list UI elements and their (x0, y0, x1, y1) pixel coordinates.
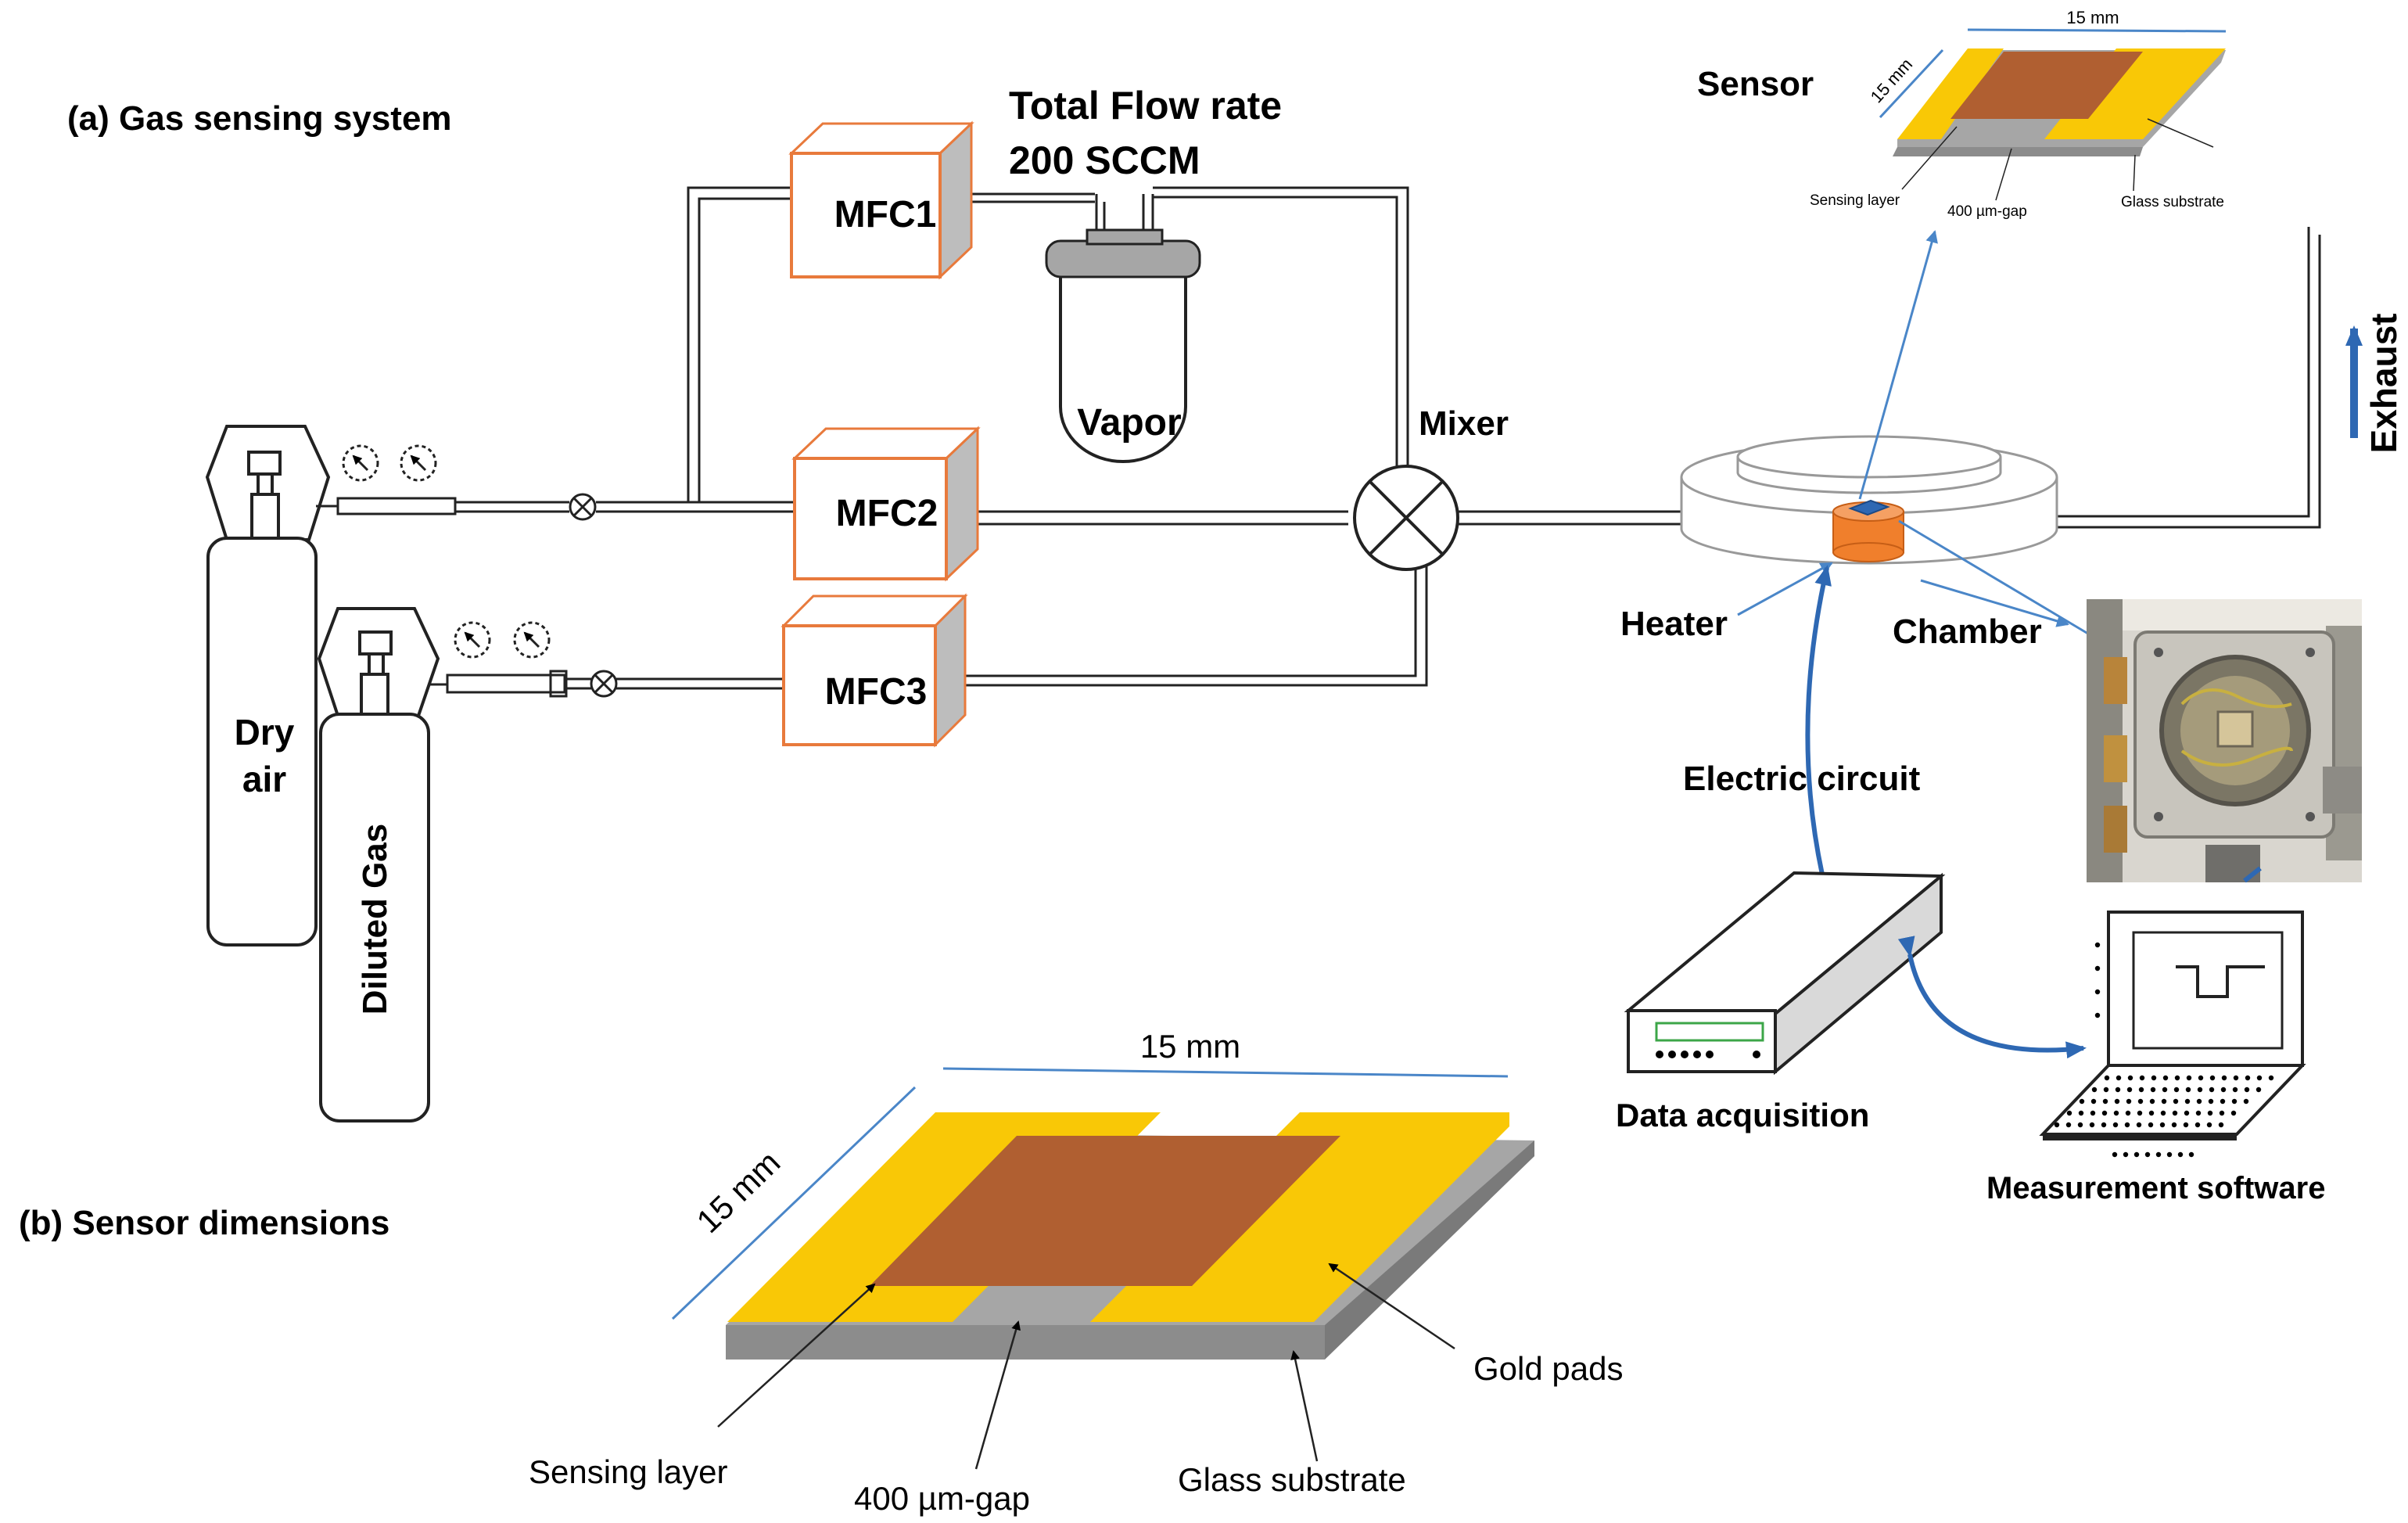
measurement-software-label: Measurement software (1986, 1171, 2325, 1205)
vapor-label: Vapor (1077, 402, 1181, 444)
big-sensor-gap-label: 400 µm-gap (854, 1480, 1030, 1517)
laptop (2039, 911, 2306, 1140)
mfc2-to-mixer-pipe (978, 510, 1348, 526)
total-flow-rate-line1: Total Flow rate (1009, 84, 1282, 128)
shutoff-valve-diluted-gas[interactable] (590, 670, 618, 698)
dry-air-pipe (455, 186, 795, 513)
title-gas-sensing-system: (a) Gas sensing system (67, 99, 452, 138)
small-sensor-width-label: 15 mm (2066, 8, 2119, 27)
vapor-bubbler (1045, 228, 1201, 463)
heater-label: Heater (1620, 605, 1728, 643)
mixer-label: Mixer (1419, 404, 1509, 443)
mixer-symbol (1353, 465, 1459, 571)
diluted-gas-label: Diluted Gas (356, 824, 394, 1015)
sensing-layer (870, 1136, 1340, 1286)
daq-to-laptop-link (1897, 936, 2087, 1059)
mixer-to-chamber-pipe (1455, 510, 1681, 526)
big-sensor (671, 1067, 1534, 1360)
exhaust-pipe (2055, 227, 2321, 529)
electric-circuit-label: Electric circuit (1683, 760, 1921, 798)
chamber-photo (2087, 599, 2362, 883)
data-acquisition-unit (1624, 871, 1946, 1076)
diluted-gas-regulator (429, 621, 568, 698)
sensor-title: Sensor (1697, 65, 1814, 103)
dry-air-label-line1: Dry (235, 712, 295, 753)
small-sensor (1879, 28, 2227, 156)
mfc1-label: MFC1 (834, 194, 937, 235)
title-sensor-dimensions: (b) Sensor dimensions (19, 1204, 389, 1242)
mfc3-to-mixer-pipe (962, 557, 1428, 687)
data-acquisition-label: Data acquisition (1616, 1097, 1869, 1133)
mfc3-box (781, 593, 968, 748)
mfc1-box (788, 120, 974, 280)
big-sensor-sensing-layer-label: Sensing layer (529, 1453, 727, 1490)
chamber-label: Chamber (1893, 612, 2042, 651)
total-flow-rate-line2: 200 SCCM (1009, 138, 1200, 182)
diluted-gas-cylinder (317, 607, 440, 1122)
shutoff-valve-dry-air[interactable] (569, 493, 597, 521)
small-sensor-sensing-layer-label: Sensing layer (1810, 192, 1900, 209)
dry-air-regulator (316, 444, 457, 515)
big-sensor-gold-pads-label: Gold pads (1473, 1350, 1623, 1387)
small-sensor-gap-label: 400 µm-gap (1947, 203, 2027, 220)
small-sensor-depth-label: 15 mm (1867, 55, 1917, 107)
mfc2-box (791, 426, 981, 582)
small-sensor-substrate-label: Glass substrate (2121, 194, 2224, 210)
big-sensor-depth-label: 15 mm (689, 1144, 787, 1240)
dry-air-label-line2: air (242, 759, 286, 799)
exhaust-label: Exhaust (2363, 314, 2404, 454)
circuit-link-heater (1805, 565, 1835, 893)
big-sensor-width-label: 15 mm (1140, 1028, 1240, 1065)
mfc2-label: MFC2 (836, 493, 938, 534)
mfc3-label: MFC3 (825, 671, 928, 713)
dry-air-cylinder (205, 425, 331, 946)
big-sensor-substrate-label: Glass substrate (1178, 1461, 1406, 1498)
laptop-keyboard-dots (2054, 942, 2274, 1158)
heater-block (1832, 499, 1904, 562)
diluted-gas-pipe (566, 677, 782, 690)
